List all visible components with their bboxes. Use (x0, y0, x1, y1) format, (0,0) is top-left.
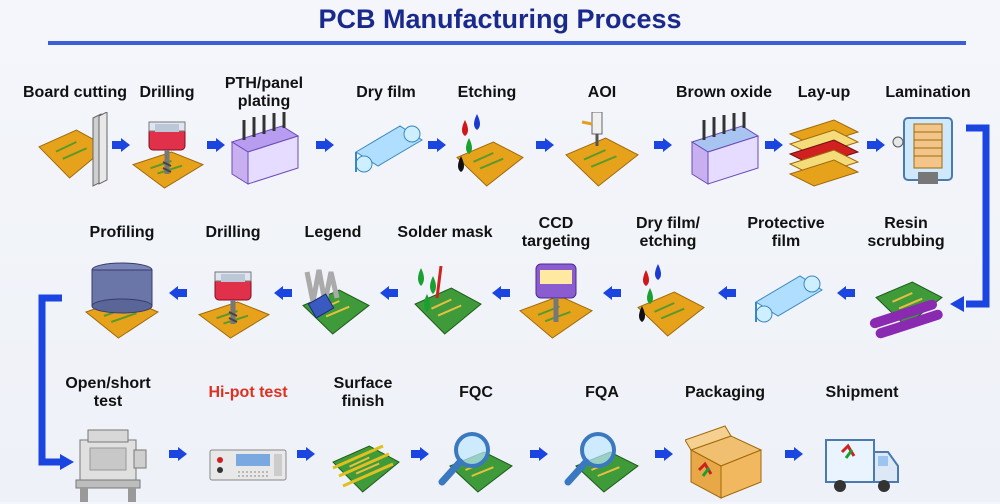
step-label-hi-pot-test: Hi-pot test (208, 384, 288, 401)
flow-arrow (654, 138, 672, 152)
flow-arrow (168, 286, 187, 300)
film-roll-icon (346, 112, 426, 192)
flow-arrow (765, 138, 783, 152)
flow-arrow (837, 286, 855, 300)
lamination-press-icon (888, 112, 968, 192)
step-label-legend: Legend (304, 224, 362, 241)
step-label-dry-film-etching: Dry film/etching (635, 215, 700, 250)
flow-arrow (410, 447, 429, 461)
film-roll-icon (746, 262, 826, 342)
flow-arrow (169, 447, 187, 461)
drilling-icon (193, 262, 273, 342)
flow-arrow (206, 138, 225, 152)
etching-drops-icon (628, 262, 708, 342)
flow-arrow (535, 138, 554, 152)
magnifier-icon (562, 424, 642, 504)
inspection-probe-icon (562, 112, 642, 192)
flow-arrow (274, 286, 292, 300)
flow-arrow (530, 447, 548, 461)
step-label-lay-up: Lay-up (797, 84, 851, 101)
flow-arrow (380, 286, 398, 300)
plating-tank-icon (224, 112, 304, 192)
delivery-truck-icon (822, 424, 902, 504)
solder-mask-icon (405, 262, 485, 342)
flow-arrow (427, 138, 446, 152)
step-label-fqc: FQC (459, 384, 493, 401)
board-cutting-icon (35, 112, 115, 192)
ccd-camera-icon (516, 262, 596, 342)
magnifier-icon (436, 424, 516, 504)
step-label-fqa: FQA (585, 384, 619, 401)
step-label-shipment: Shipment (825, 384, 899, 401)
flow-arrow (784, 447, 803, 461)
page-title: PCB Manufacturing Process (318, 4, 682, 34)
flow-arrow (491, 286, 510, 300)
step-label-solder-mask: Solder mask (397, 224, 493, 241)
step-label-lamination: Lamination (885, 84, 971, 101)
step-label-drilling: Drilling (139, 84, 195, 101)
step-label-profiling: Profiling (89, 224, 155, 241)
surface-finish-icon (323, 424, 403, 504)
hipot-tester-icon (208, 424, 288, 504)
etching-drops-icon (447, 112, 527, 192)
flow-arrow (654, 447, 673, 461)
step-label-aoi: AOI (587, 84, 617, 101)
drilling-icon (127, 112, 207, 192)
connector-row1-to-row2-arrowhead (950, 296, 964, 312)
step-label-brown-oxide: Brown oxide (675, 84, 772, 101)
step-label-etching: Etching (457, 84, 517, 101)
title-underline (48, 41, 966, 45)
step-label-dry-film: Dry film (356, 84, 416, 101)
flow-arrow (718, 286, 736, 300)
step-label-board-cutting: Board cutting (23, 84, 127, 101)
package-box-icon (685, 424, 765, 504)
scrubbing-rollers-icon (866, 262, 946, 342)
flow-arrow (603, 286, 621, 300)
step-label-packaging: Packaging (684, 384, 766, 401)
flow-arrow (296, 447, 315, 461)
profiling-router-icon (82, 262, 162, 342)
layer-stack-icon (784, 112, 864, 192)
oxide-tank-icon (684, 112, 764, 192)
step-label-drilling: Drilling (205, 224, 261, 241)
legend-print-icon (293, 262, 373, 342)
flow-arrow (112, 138, 130, 152)
flow-arrow (316, 138, 334, 152)
test-machine-icon (68, 424, 148, 504)
flow-arrow (867, 138, 885, 152)
